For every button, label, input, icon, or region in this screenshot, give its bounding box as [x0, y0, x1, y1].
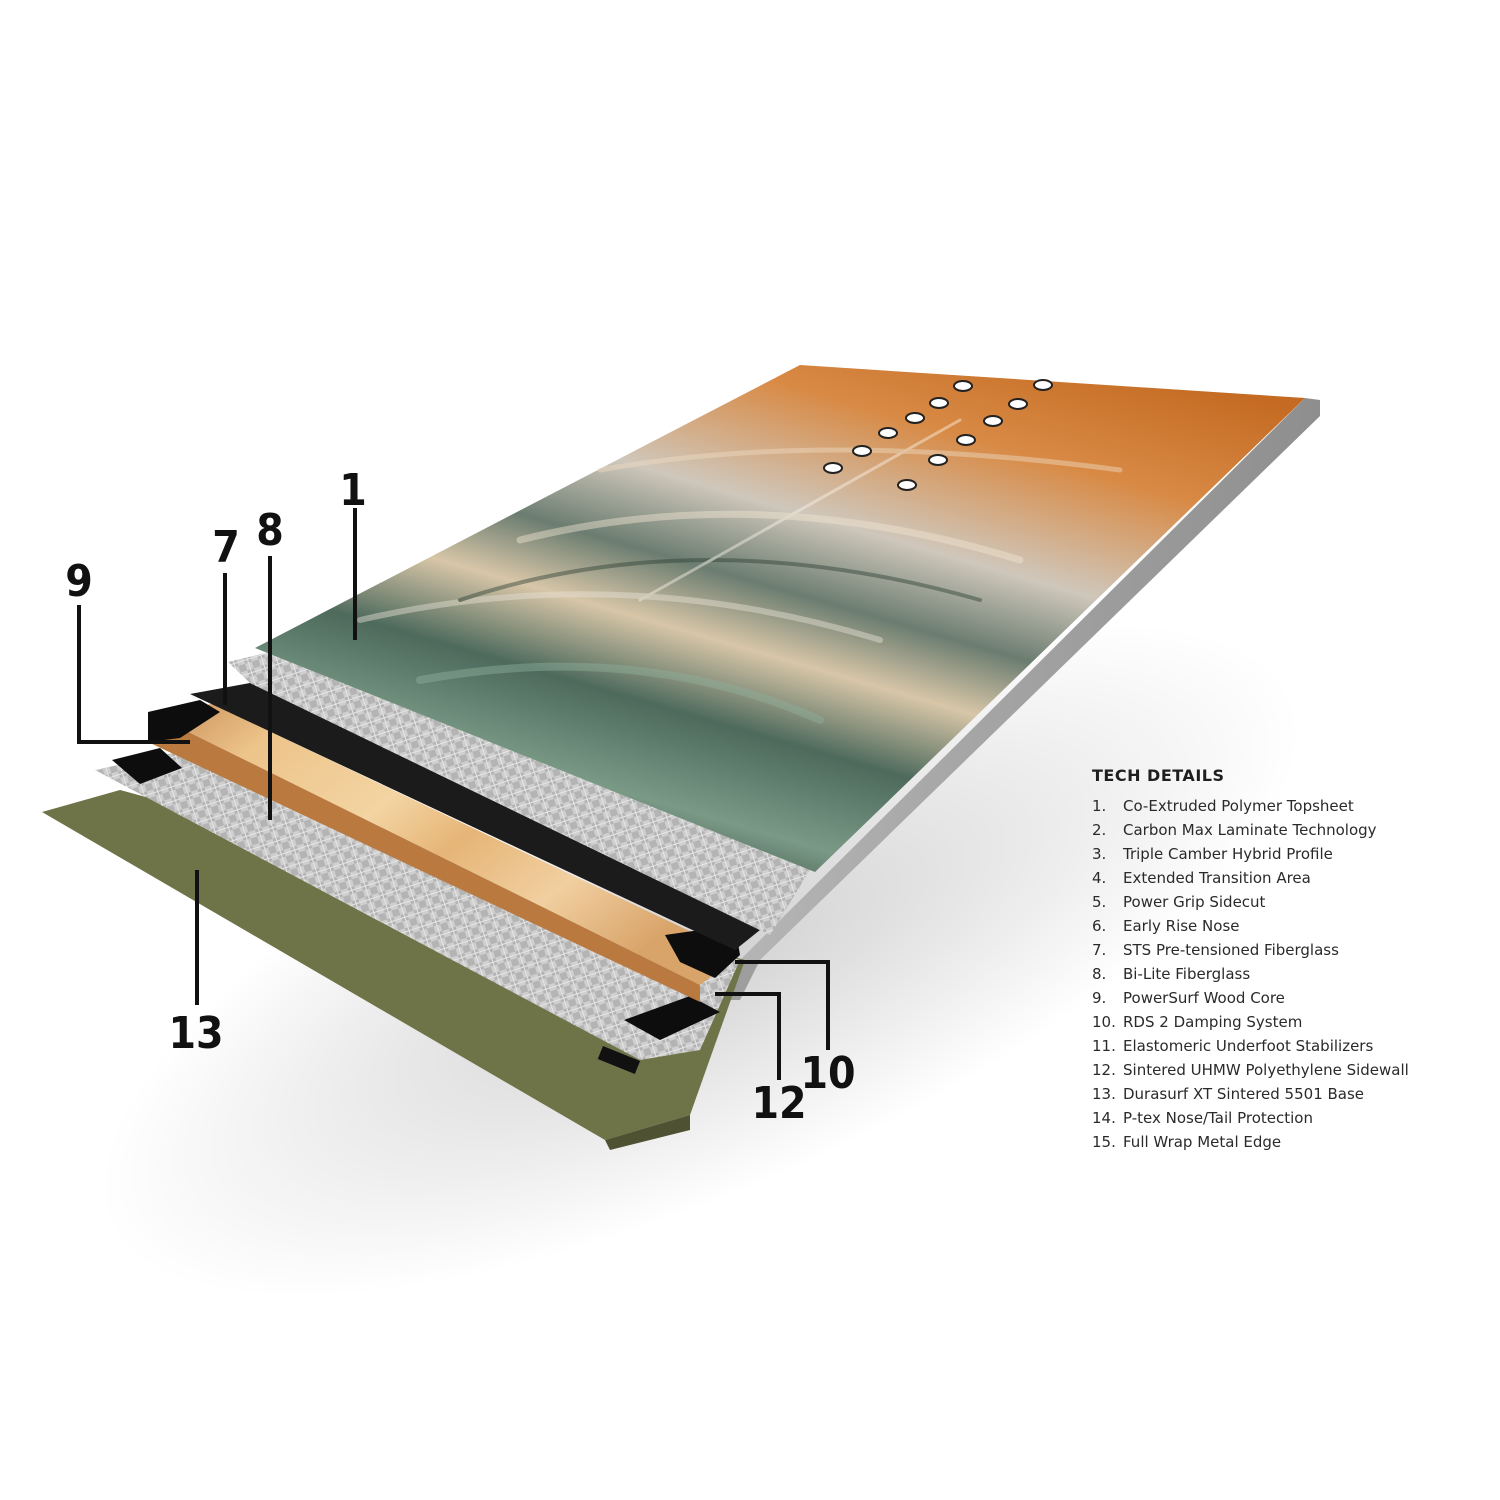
tech-item-text: PowerSurf Wood Core	[1123, 989, 1285, 1007]
tech-item-text: Durasurf XT Sintered 5501 Base	[1123, 1085, 1365, 1103]
callout-9: 9	[65, 556, 93, 607]
tech-item: 13. Durasurf XT Sintered 5501 Base	[1092, 1082, 1492, 1106]
upper-sidewall-left	[148, 700, 220, 742]
topsheet-streaks	[357, 418, 1123, 724]
tech-item: 7. STS Pre-tensioned Fiberglass	[1092, 938, 1492, 962]
tech-item-number: 14.	[1092, 1109, 1116, 1127]
tech-item-number: 2.	[1092, 821, 1107, 839]
tech-item-text: Full Wrap Metal Edge	[1123, 1133, 1282, 1151]
tech-item-number: 13.	[1092, 1085, 1116, 1103]
tech-details-title: TECH DETAILS	[1092, 766, 1225, 785]
tech-item-number: 1.	[1092, 797, 1107, 815]
tech-item: 11. Elastomeric Underfoot Stabilizers	[1092, 1034, 1492, 1058]
tech-item-text: Early Rise Nose	[1123, 917, 1240, 935]
base-edge-mark	[597, 1046, 641, 1074]
callout-8: 8	[256, 505, 284, 556]
lower-sidewall-right	[624, 996, 720, 1040]
tech-item-text: Extended Transition Area	[1123, 869, 1311, 887]
tech-item-text: Triple Camber Hybrid Profile	[1123, 845, 1333, 863]
tech-item-text: Elastomeric Underfoot Stabilizers	[1123, 1037, 1374, 1055]
board-side-edge	[740, 398, 1320, 960]
tech-item-number: 8.	[1092, 965, 1107, 983]
tech-item: 3. Triple Camber Hybrid Profile	[1092, 842, 1492, 866]
lower-fiberglass-layer	[95, 752, 740, 1060]
tech-details-panel: TECH DETAILS 1. Co-Extruded Polymer Topsh…	[1092, 766, 1492, 1154]
tech-item-number: 3.	[1092, 845, 1107, 863]
wood-core-front	[148, 712, 700, 1002]
leader-10	[735, 960, 830, 1050]
tech-item-text: Bi-Lite Fiberglass	[1123, 965, 1251, 983]
tech-item: 8. Bi-Lite Fiberglass	[1092, 962, 1492, 986]
tech-item-text: Carbon Max Laminate Technology	[1123, 821, 1377, 839]
tech-item-text: P-tex Nose/Tail Protection	[1123, 1109, 1313, 1127]
tech-details-list: 1. Co-Extruded Polymer Topsheet 2. Carbon …	[1092, 794, 1492, 1154]
tech-item-number: 10.	[1092, 1013, 1116, 1031]
tech-item-number: 6.	[1092, 917, 1107, 935]
callout-13: 13	[168, 1008, 223, 1059]
tech-item: 9. PowerSurf Wood Core	[1092, 986, 1492, 1010]
tech-item: 6. Early Rise Nose	[1092, 914, 1492, 938]
callout-12: 12	[751, 1078, 806, 1129]
upper-laminate-layer	[190, 683, 760, 950]
tech-item-text: Sintered UHMW Polyethylene Sidewall	[1123, 1061, 1409, 1079]
callout-7: 7	[212, 522, 240, 573]
tech-item-text: Co-Extruded Polymer Topsheet	[1123, 797, 1354, 815]
tech-item-number: 9.	[1092, 989, 1107, 1007]
tech-item: 1. Co-Extruded Polymer Topsheet	[1092, 794, 1492, 818]
base-layer-side	[605, 1115, 690, 1150]
tech-item: 14. P-tex Nose/Tail Protection	[1092, 1106, 1492, 1130]
tech-item-text: RDS 2 Damping System	[1123, 1013, 1303, 1031]
callout-leaders	[77, 508, 830, 1080]
leader-12	[715, 992, 781, 1080]
base-layer	[42, 790, 745, 1140]
tech-item-number: 11.	[1092, 1037, 1116, 1055]
tech-item-number: 15.	[1092, 1133, 1116, 1151]
upper-fiberglass-layer	[228, 640, 810, 935]
tech-item: 12. Sintered UHMW Polyethylene Sidewall	[1092, 1058, 1492, 1082]
tech-item-number: 4.	[1092, 869, 1107, 887]
tech-item-text: STS Pre-tensioned Fiberglass	[1123, 941, 1339, 959]
tech-item: 10. RDS 2 Damping System	[1092, 1010, 1492, 1034]
topsheet-graphic	[255, 365, 1305, 872]
tech-item-number: 12.	[1092, 1061, 1116, 1079]
tech-item: 4. Extended Transition Area	[1092, 866, 1492, 890]
tech-item-number: 5.	[1092, 893, 1107, 911]
callout-10: 10	[800, 1048, 855, 1099]
lower-sidewall-left	[112, 748, 182, 784]
tech-item: 15. Full Wrap Metal Edge	[1092, 1130, 1492, 1154]
binding-inserts	[823, 379, 1053, 491]
tech-item-text: Power Grip Sidecut	[1123, 893, 1266, 911]
leader-9	[77, 605, 190, 744]
tech-item-number: 7.	[1092, 941, 1107, 959]
wood-core-top	[148, 704, 740, 985]
tech-item: 2. Carbon Max Laminate Technology	[1092, 818, 1492, 842]
tech-item: 5. Power Grip Sidecut	[1092, 890, 1492, 914]
callout-1: 1	[339, 465, 367, 516]
